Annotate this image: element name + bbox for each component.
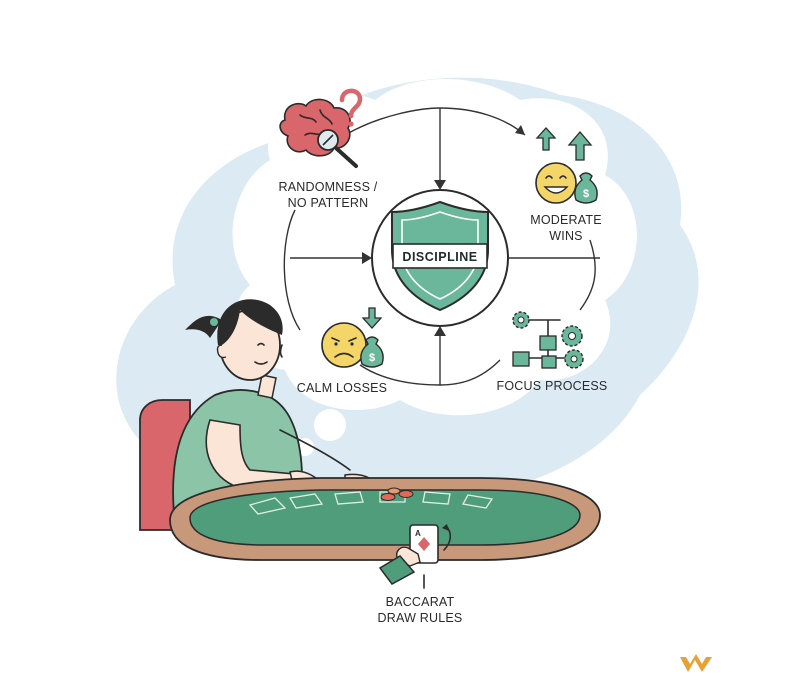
- arrowhead-top-right: [515, 125, 525, 135]
- brain-question-icon: [279, 88, 363, 168]
- discipline-label: DISCIPLINE: [402, 250, 477, 264]
- thought-bubble-large: [314, 409, 346, 441]
- cycle-arc-top-left: [344, 107, 441, 136]
- sad-face-money-bag-icon: $: [321, 307, 384, 368]
- arrowhead-bottom: [434, 326, 446, 336]
- baccarat-label-line1: BACCARAT: [386, 595, 455, 609]
- baccarat-table: [169, 477, 601, 561]
- cycle-arc-bottom-right: [439, 359, 501, 386]
- gears-flowchart-icon: [512, 311, 584, 369]
- cycle-arc-left: [283, 209, 301, 331]
- moderate-wins-label-line1: MODERATE: [530, 213, 602, 227]
- randomness-label-line2: NO PATTERN: [288, 196, 369, 210]
- randomness-label-line1: RANDOMNESS /: [279, 180, 378, 194]
- arrowhead-top: [434, 180, 446, 190]
- arrowhead-left: [362, 252, 372, 264]
- happy-face-money-bag-icon: $: [535, 127, 598, 204]
- hand-holding-card-icon: A: [378, 524, 452, 589]
- w-logo-icon: [680, 654, 712, 672]
- discipline-banner: [392, 243, 488, 269]
- moderate-wins-label-line2: WINS: [549, 229, 582, 243]
- baccarat-label-line2: DRAW RULES: [378, 611, 463, 625]
- svg-text:$: $: [369, 352, 375, 364]
- calm-losses-label: CALM LOSSES: [297, 381, 387, 395]
- svg-text:A: A: [415, 529, 421, 538]
- focus-process-label: FOCUS PROCESS: [497, 379, 608, 393]
- cycle-arc-right: [579, 239, 596, 311]
- cycle-arc-bottom-left: [359, 364, 441, 386]
- svg-text:$: $: [583, 188, 589, 200]
